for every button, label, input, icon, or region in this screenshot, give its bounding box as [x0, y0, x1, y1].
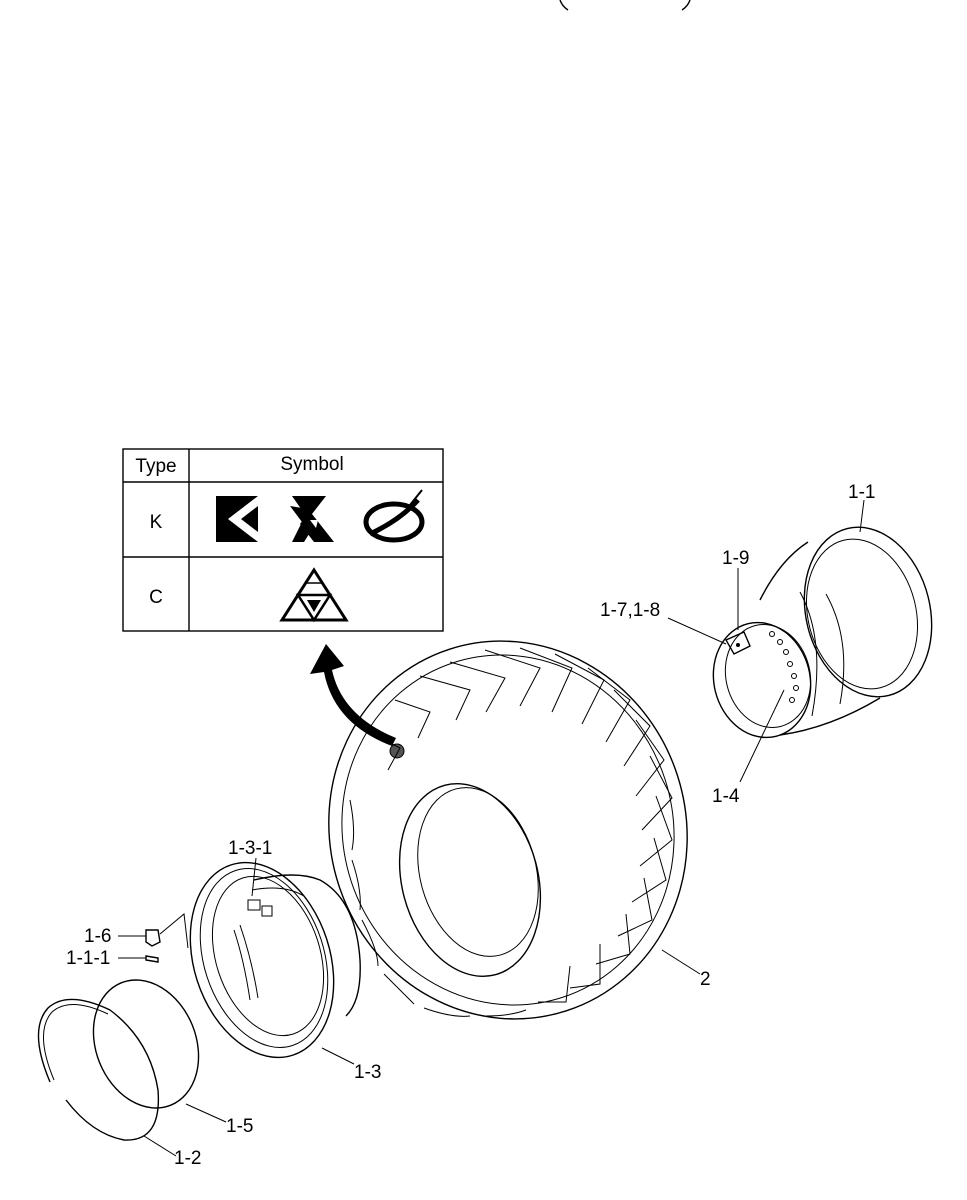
callout-1-9: 1-9 [722, 548, 749, 569]
k-logo-icon [216, 496, 258, 542]
callout-1-5: 1-5 [226, 1116, 253, 1137]
callout-1-7-1-8: 1-7,1-8 [600, 600, 660, 621]
callout-1-3-1: 1-3-1 [228, 838, 272, 859]
lock-ring-part [37, 998, 160, 1141]
flange-part [189, 861, 361, 1059]
symbol-table: Type Symbol K C [122, 448, 444, 632]
detail-arrow [310, 644, 405, 759]
callout-1-2: 1-2 [174, 1148, 201, 1169]
o-ring-part [92, 979, 200, 1109]
callout-1-6: 1-6 [84, 926, 111, 947]
tire-part [328, 640, 688, 1020]
lock-parts [145, 913, 189, 963]
callout-2: 2 [700, 969, 711, 990]
top-edge-fragment [559, 0, 691, 11]
callout-1-1-1: 1-1-1 [66, 948, 110, 969]
table-type-c: C [149, 587, 163, 608]
table-type-k: K [150, 512, 163, 533]
globe-logo-icon [363, 489, 425, 543]
rim-part [712, 526, 933, 739]
table-header-symbol: Symbol [280, 454, 343, 475]
callout-1-1: 1-1 [848, 482, 875, 503]
callout-1-4: 1-4 [712, 786, 740, 807]
callout-1-3: 1-3 [354, 1062, 381, 1083]
r-logo-icon [290, 496, 334, 542]
triforce-logo-icon [279, 567, 349, 623]
table-header-type: Type [135, 456, 176, 477]
leader-lines [118, 499, 865, 1157]
